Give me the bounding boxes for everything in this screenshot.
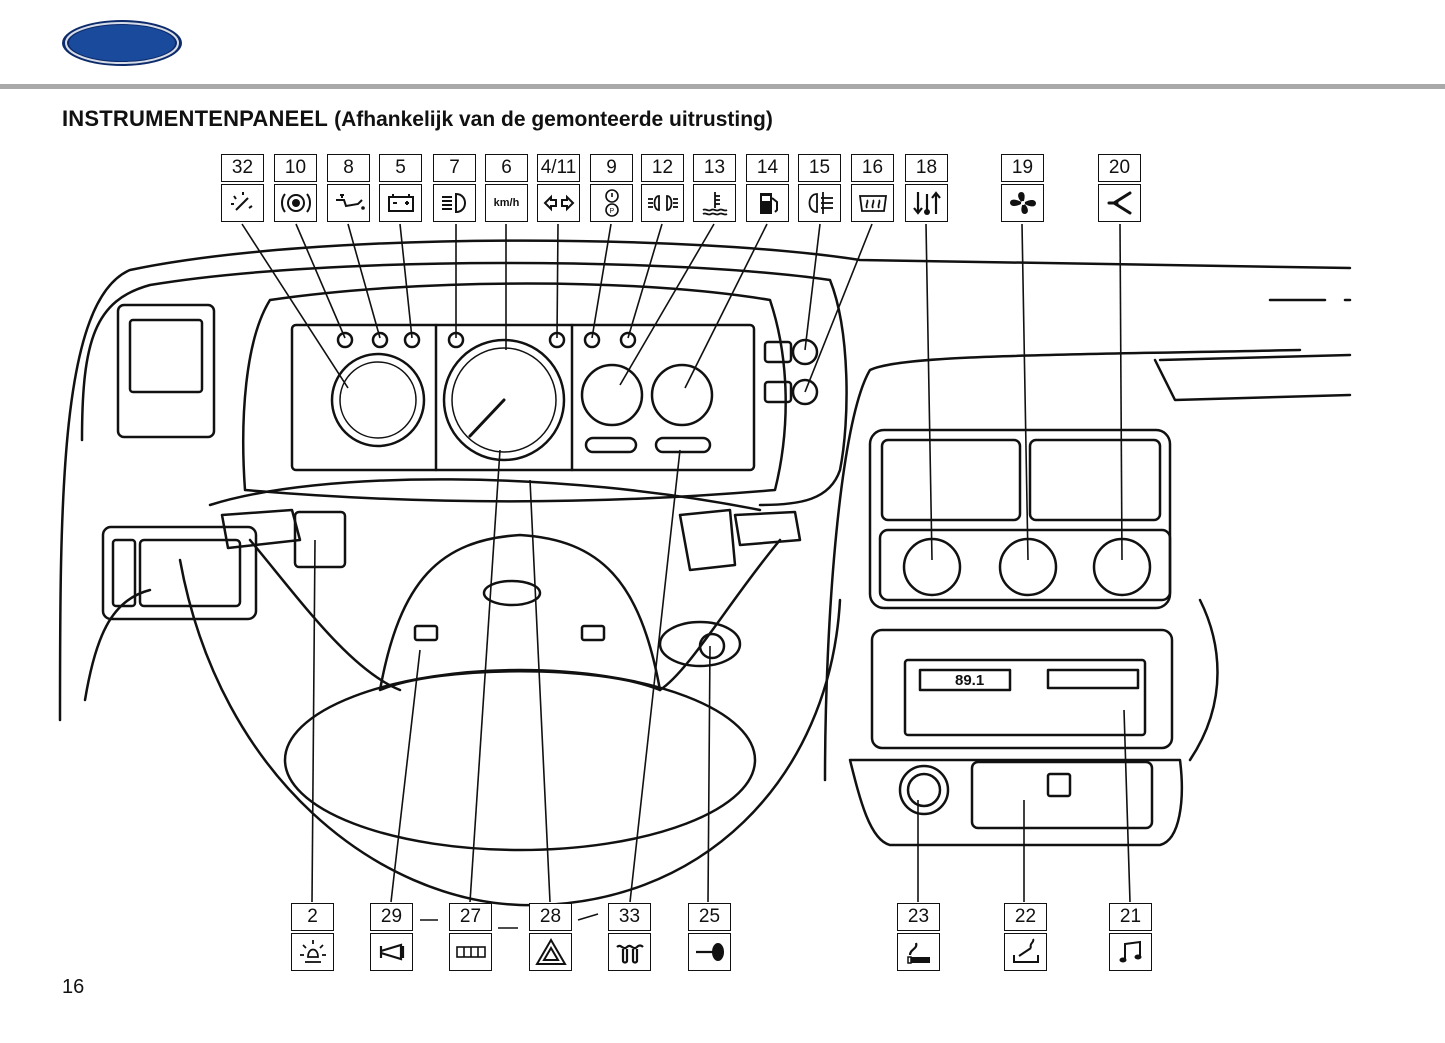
tile-6: 6 km/h	[485, 154, 528, 222]
tile-7: 7	[433, 154, 476, 222]
tile-number: 15	[798, 154, 841, 182]
horn-icon	[379, 943, 404, 961]
light-switch-icon	[299, 940, 326, 963]
tile-21: 21	[1109, 903, 1152, 971]
tile-number: 32	[221, 154, 264, 182]
tile-15: 15	[798, 154, 841, 222]
tile-number: 9	[590, 154, 633, 182]
page-title: INSTRUMENTENPANEEL (Afhankelijk van de g…	[62, 106, 773, 132]
glow-plug-icon	[615, 944, 644, 964]
dimmer-icon	[230, 192, 253, 211]
high-beam-icon	[441, 192, 466, 214]
tile-number: 23	[897, 903, 940, 931]
tile-19: 19	[1001, 154, 1044, 222]
tile-number: 2	[291, 903, 334, 931]
tile-number: 4/11	[537, 154, 580, 182]
rear-window-heater-icon	[858, 195, 887, 212]
tile-20: 20	[1098, 154, 1141, 222]
tile-10: 10	[274, 154, 317, 222]
tile-number: 10	[274, 154, 317, 182]
odometer-icon	[455, 946, 486, 958]
ignition-key-icon	[695, 943, 724, 961]
tile-number: 13	[693, 154, 736, 182]
tile-12: 12	[641, 154, 684, 222]
tile-18: 18	[905, 154, 948, 222]
tile-number: 22	[1004, 903, 1047, 931]
tile-14: 14	[746, 154, 789, 222]
tile-4-11: 4/11	[537, 154, 580, 222]
ford-logo	[62, 20, 182, 66]
tile-9: 9 P	[590, 154, 633, 222]
tile-number: 5	[379, 154, 422, 182]
tile-28: 28	[529, 903, 572, 971]
air-distribution-icon	[1107, 191, 1131, 215]
fuel-icon	[759, 193, 778, 214]
tile-number: 29	[370, 903, 413, 931]
svg-text:P: P	[609, 208, 614, 215]
tile-number: 25	[688, 903, 731, 931]
tile-number: 8	[327, 154, 370, 182]
tile-number: 21	[1109, 903, 1152, 931]
tile-32: 32	[221, 154, 264, 222]
tile-number: 27	[449, 903, 492, 931]
tile-22: 22	[1004, 903, 1047, 971]
ashtray-icon	[1012, 938, 1039, 963]
tile-number: 7	[433, 154, 476, 182]
fan-icon	[1009, 192, 1036, 214]
tile-number: 12	[641, 154, 684, 182]
header-rule	[0, 84, 1445, 89]
tile-number: 14	[746, 154, 789, 182]
radio-icon	[1119, 940, 1141, 963]
page-number: 16	[62, 976, 85, 998]
tile-number: 16	[851, 154, 894, 182]
battery-icon	[387, 194, 414, 212]
tile-16: 16	[851, 154, 894, 222]
temperature-control-icon	[912, 191, 941, 215]
tile-23: 23	[897, 903, 940, 971]
tile-number: 28	[529, 903, 572, 931]
tile-8: 8	[327, 154, 370, 222]
cigar-lighter-icon	[906, 942, 930, 964]
brake-warning-icon	[280, 193, 311, 213]
tile-number: 20	[1098, 154, 1141, 182]
tile-2: 2	[291, 903, 334, 971]
hazard-warning-icon	[534, 938, 567, 965]
tile-25: 25	[688, 903, 731, 971]
tile-5: 5	[379, 154, 422, 222]
tile-29: 29	[370, 903, 413, 971]
tile-number: 19	[1001, 154, 1044, 182]
handbrake-icon: P	[604, 189, 619, 217]
page-title-main: INSTRUMENTENPANEEL	[62, 106, 328, 131]
radio-display-text: 89.1	[955, 672, 984, 689]
page-title-subtitle: (Afhankelijk van de gemonteerde uitrusti…	[334, 108, 773, 131]
tile-number: 18	[905, 154, 948, 182]
tile-27: 27	[449, 903, 492, 971]
rear-fog-light-icon	[808, 192, 833, 214]
fog-light-icon	[647, 195, 678, 211]
coolant-temperature-icon	[702, 192, 727, 216]
speedometer-icon: km/h	[493, 197, 520, 209]
tile-33: 33	[608, 903, 651, 971]
turn-signal-icon	[543, 194, 574, 212]
oil-pressure-icon	[335, 194, 365, 210]
tile-13: 13	[693, 154, 736, 222]
tile-number: 6	[485, 154, 528, 182]
tile-number: 33	[608, 903, 651, 931]
